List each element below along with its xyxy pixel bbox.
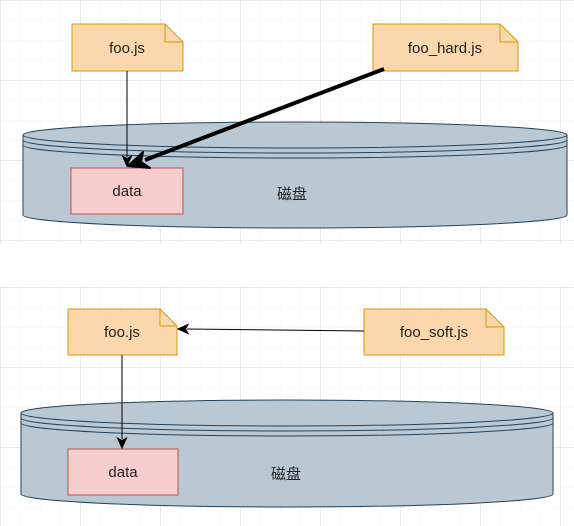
file-foo-hard-js-label: foo_hard.js <box>408 40 482 57</box>
data-block[interactable] <box>67 448 179 496</box>
data-block-label: data <box>108 464 138 481</box>
file-foo-soft-js[interactable]: foo_soft.js <box>363 308 505 356</box>
file-foo-js-label: foo.js <box>104 324 140 341</box>
data-block[interactable] <box>70 167 184 215</box>
arrow-soft-link-to-foo <box>176 323 365 335</box>
data-block-label: data <box>112 183 142 200</box>
disk-label: 磁盘 <box>277 185 307 203</box>
arrow-foo-to-data <box>121 71 133 168</box>
arrow-hard-link-to-data <box>127 67 385 169</box>
hard-link-panel: 磁盘 data foo.js foo_hard.js <box>0 0 574 244</box>
soft-link-diagram: 磁盘 data foo.js foo_soft.js <box>20 308 554 508</box>
file-foo-hard-js[interactable]: foo_hard.js <box>372 23 519 72</box>
panel-separator <box>0 244 574 287</box>
file-document-icon <box>363 308 505 356</box>
hard-link-diagram: 磁盘 data foo.js foo_hard.js <box>22 23 568 229</box>
file-foo-js[interactable]: foo.js <box>71 23 184 72</box>
soft-link-panel: 磁盘 data foo.js foo_soft.js <box>0 287 574 526</box>
file-foo-js[interactable]: foo.js <box>67 308 178 356</box>
disk-label: 磁盘 <box>271 465 301 483</box>
file-foo-js-label: foo.js <box>109 40 145 57</box>
arrow-foo-to-data <box>116 355 128 450</box>
file-foo-soft-js-label: foo_soft.js <box>400 324 468 341</box>
file-document-icon <box>67 308 178 356</box>
file-document-icon <box>372 23 519 72</box>
file-document-icon <box>71 23 184 72</box>
